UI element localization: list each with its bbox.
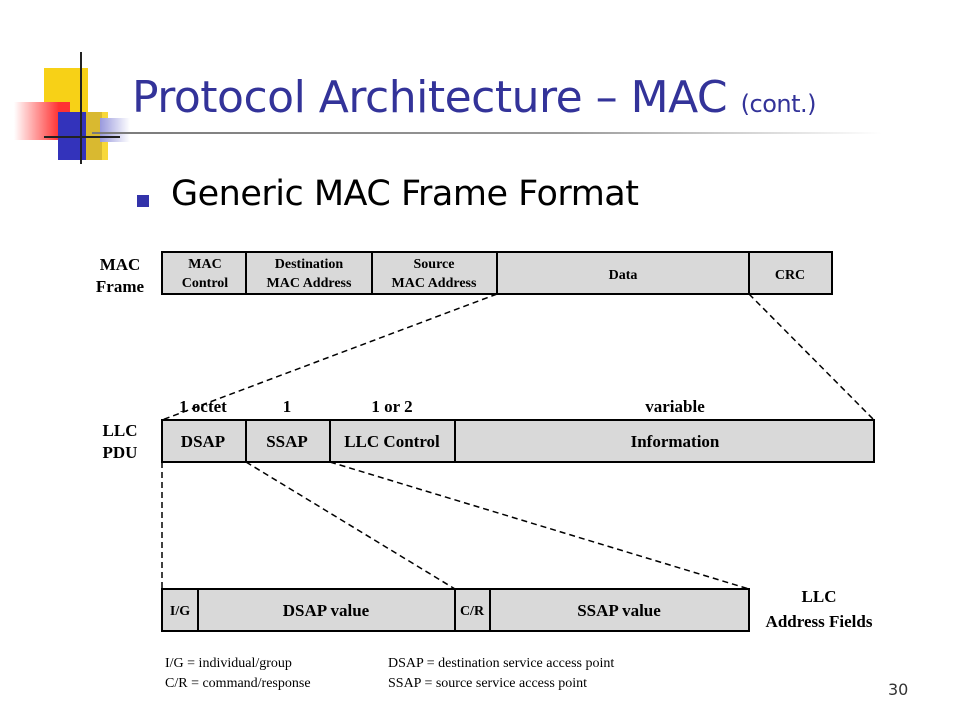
llc-address-label-line1: LLC: [802, 587, 837, 606]
title-divider: [92, 132, 882, 134]
slide-title: Protocol Architecture – MAC (cont.): [132, 72, 817, 123]
field-source-line1: Source: [414, 257, 455, 272]
page-number: 30: [888, 680, 909, 699]
size-label: 1: [283, 397, 292, 416]
legend-cr: C/R = command/response: [165, 676, 311, 691]
field-cr: C/R: [460, 604, 485, 619]
llc-pdu-label-line1: LLC: [103, 421, 138, 440]
legend-ssap: SSAP = source service access point: [388, 676, 587, 691]
llc-pdu-row: 1 octet 1 1 or 2 variable LLC PDU DSAP S…: [103, 397, 875, 463]
corner-logo: [0, 40, 140, 170]
llc-pdu-box: [161, 419, 875, 463]
slide-title-suffix: (cont.): [740, 90, 817, 118]
field-mac-control-line2: Control: [182, 276, 229, 291]
llc-address-label-line2: Address Fields: [766, 612, 873, 631]
field-crc: CRC: [775, 268, 805, 283]
field-ssap: SSAP: [266, 432, 308, 451]
logo-horizontal-line: [44, 136, 120, 138]
logo-vertical-line: [80, 52, 82, 164]
legend-dsap: DSAP = destination service access point: [388, 656, 614, 671]
field-ssap-value: SSAP value: [577, 601, 661, 620]
field-dsap: DSAP: [181, 432, 225, 451]
bullet-text: Generic MAC Frame Format: [171, 174, 639, 214]
size-label: 1 or 2: [371, 397, 412, 416]
field-destination-line2: MAC Address: [267, 276, 352, 291]
mac-frame-label-line2: Frame: [96, 277, 145, 296]
field-source-line2: MAC Address: [392, 276, 477, 291]
field-destination-line1: Destination: [275, 257, 344, 272]
field-llc-control: LLC Control: [344, 432, 440, 451]
slide-title-text: Protocol Architecture – MAC: [132, 72, 728, 123]
field-dsap-value: DSAP value: [283, 601, 370, 620]
size-label: 1 octet: [179, 397, 227, 416]
field-mac-control-line1: MAC: [188, 257, 221, 272]
mac-frame-row: MAC Frame MAC Control Destination MAC Ad…: [96, 251, 833, 296]
field-information: Information: [631, 432, 720, 451]
expansion-line: [748, 293, 875, 421]
expansion-line: [329, 461, 750, 590]
llc-pdu-label-line2: PDU: [103, 443, 138, 462]
legend: I/G = individual/group C/R = command/res…: [165, 656, 614, 691]
size-label: variable: [645, 397, 705, 416]
field-data: Data: [609, 268, 638, 283]
legend-ig: I/G = individual/group: [165, 656, 292, 671]
llc-address-row: I/G DSAP value C/R SSAP value LLC Addres…: [161, 587, 873, 632]
bullet-marker: [137, 195, 149, 207]
field-ig: I/G: [170, 604, 190, 619]
logo-fade: [100, 118, 130, 142]
mac-frame-label-line1: MAC: [100, 255, 141, 274]
expansion-line: [245, 461, 456, 590]
